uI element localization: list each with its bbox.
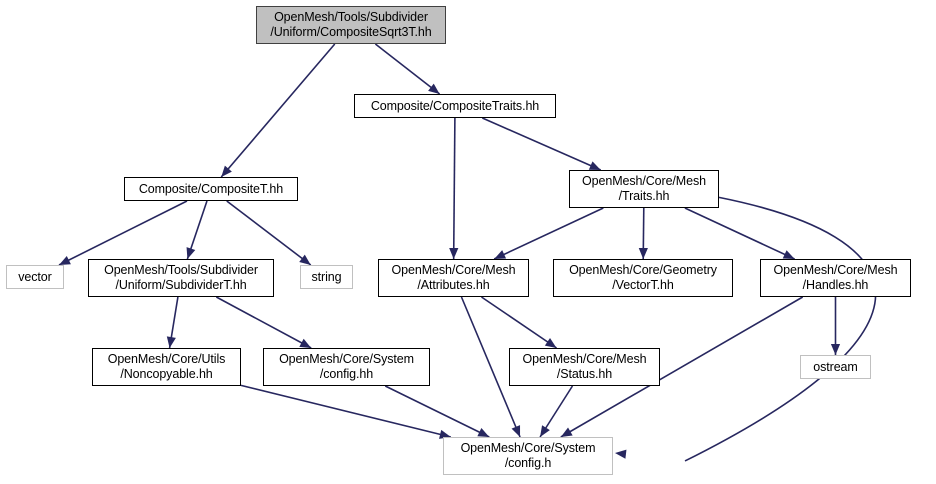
graph-node-label: Composite/CompositeTraits.hh (370, 98, 540, 113)
graph-node-label: ostream (813, 359, 858, 374)
graph-node-label: OpenMesh/Core/System /config.hh (279, 352, 414, 381)
edge-arrowhead (540, 425, 550, 437)
graph-node-composite_traits[interactable]: Composite/CompositeTraits.hh (354, 94, 556, 118)
edge-arrowhead (299, 254, 311, 265)
graph-node-config_h[interactable]: OpenMesh/Core/System /config.h (443, 437, 613, 475)
graph-node-ostream[interactable]: ostream (800, 355, 871, 379)
edge-arrowhead (477, 428, 490, 437)
graph-node-core_traits[interactable]: OpenMesh/Core/Mesh /Traits.hh (569, 170, 719, 208)
edge-arrowhead (186, 247, 196, 259)
graph-node-label: string (311, 269, 342, 284)
edge-arrowhead (544, 338, 557, 348)
graph-node-label: OpenMesh/Tools/Subdivider /Uniform/Compo… (270, 10, 432, 39)
graph-node-label: OpenMesh/Core/System /config.h (460, 441, 596, 470)
graph-edge-subdivider_t-to-config_hh (215, 296, 312, 349)
edge-arrowhead (782, 250, 795, 259)
graph-node-root: OpenMesh/Tools/Subdivider /Uniform/Compo… (256, 6, 446, 44)
edge-arrowhead (638, 247, 648, 259)
edge-arrowhead (439, 429, 451, 439)
graph-edge-noncopyable-to-config_h (240, 384, 452, 438)
graph-node-label: OpenMesh/Core/Mesh /Handles.hh (773, 263, 898, 292)
graph-edge-composite_t-to-string (226, 200, 312, 266)
edge-arrowhead (299, 338, 312, 348)
graph-node-vectort[interactable]: OpenMesh/Core/Geometry /VectorT.hh (553, 259, 733, 297)
edge-arrowhead (588, 161, 601, 170)
graph-edge-core_traits-to-handles (684, 207, 795, 260)
graph-node-noncopyable[interactable]: OpenMesh/Core/Utils /Noncopyable.hh (92, 348, 241, 386)
graph-edge-root-to-composite_traits (374, 43, 441, 95)
graph-edge-attributes-to-status (481, 296, 557, 349)
graph-edge-root-to-composite_t (220, 43, 336, 178)
edge-arrowhead (166, 336, 176, 348)
edge-arrowhead (59, 255, 71, 265)
graph-edge-composite_t-to-vector (58, 200, 188, 266)
graph-node-handles[interactable]: OpenMesh/Core/Mesh /Handles.hh (760, 259, 911, 297)
edge-arrowhead (560, 427, 573, 437)
graph-edge-core_traits-to-config_h (684, 196, 877, 462)
graph-node-label: vector (18, 269, 52, 284)
edge-arrowhead (511, 425, 521, 437)
edge-arrowhead (449, 247, 459, 259)
graph-node-attributes[interactable]: OpenMesh/Core/Mesh /Attributes.hh (378, 259, 529, 297)
graph-edge-config_hh-to-config_h (384, 385, 490, 438)
edge-arrowhead (428, 83, 440, 94)
graph-edge-core_traits-to-attributes (493, 207, 604, 260)
graph-node-status[interactable]: OpenMesh/Core/Mesh /Status.hh (509, 348, 660, 386)
graph-node-subdivider_t[interactable]: OpenMesh/Tools/Subdivider /Uniform/Subdi… (88, 259, 274, 297)
graph-node-label: OpenMesh/Core/Mesh /Attributes.hh (391, 263, 516, 292)
graph-node-label: OpenMesh/Core/Mesh /Traits.hh (582, 174, 706, 203)
graph-edge-attributes-to-config_h (460, 296, 521, 438)
graph-edge-composite_traits-to-attributes (452, 117, 456, 260)
graph-node-label: OpenMesh/Core/Mesh /Status.hh (522, 352, 647, 381)
graph-node-composite_t[interactable]: Composite/CompositeT.hh (124, 177, 298, 201)
graph-node-label: OpenMesh/Tools/Subdivider /Uniform/Subdi… (104, 263, 258, 292)
edge-arrowhead (221, 165, 232, 177)
graph-node-label: OpenMesh/Core/Utils /Noncopyable.hh (107, 352, 226, 381)
graph-node-config_hh[interactable]: OpenMesh/Core/System /config.hh (263, 348, 430, 386)
edge-arrowhead (494, 250, 507, 259)
graph-edge-composite_traits-to-core_traits (482, 117, 602, 171)
edge-arrowhead (615, 449, 627, 459)
graph-node-string[interactable]: string (300, 265, 353, 289)
graph-node-label: Composite/CompositeT.hh (138, 181, 284, 196)
graph-node-label: OpenMesh/Core/Geometry /VectorT.hh (569, 263, 717, 292)
graph-edge-handles-to-config_h (560, 296, 804, 438)
edge-arrowhead (830, 344, 841, 355)
graph-node-vector[interactable]: vector (6, 265, 64, 289)
